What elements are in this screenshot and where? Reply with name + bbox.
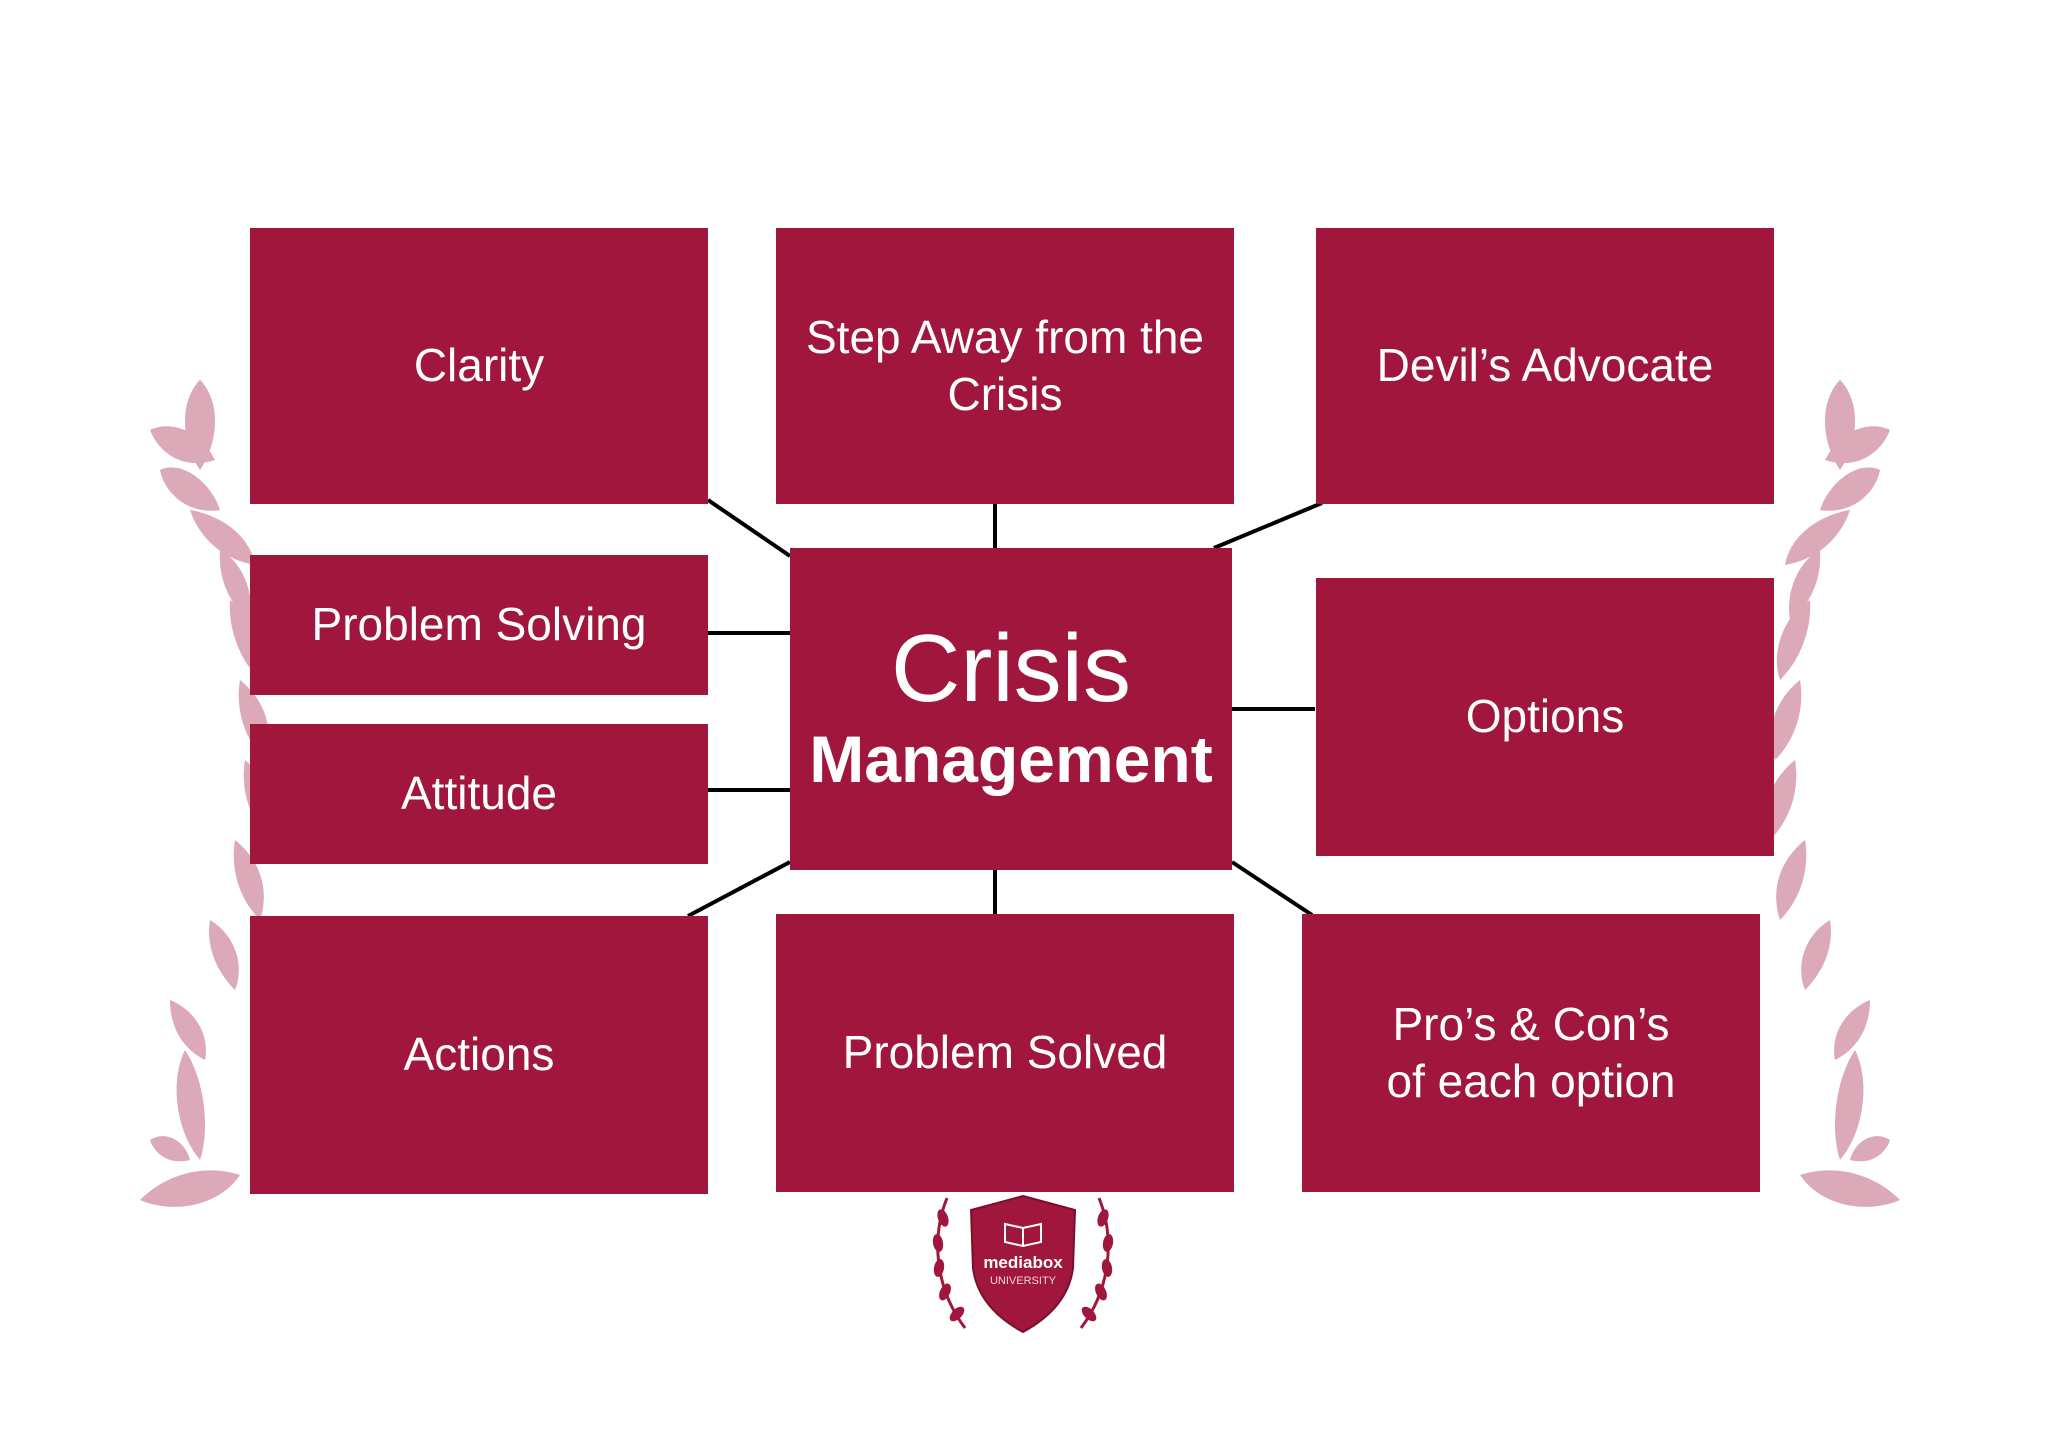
node-options: Options <box>1316 578 1774 856</box>
node-attitude: Attitude <box>250 724 708 864</box>
node-problem-solving-label: Problem Solving <box>311 598 647 651</box>
node-problem-solving: Problem Solving <box>250 555 708 695</box>
node-devils-advocate-label: Devil’s Advocate <box>1376 339 1714 392</box>
node-pros-cons: Pro’s & Con’s of each option <box>1302 914 1760 1192</box>
node-crisis-management: Crisis Management <box>790 548 1232 870</box>
node-pros-cons-label: Pro’s & Con’s of each option <box>1386 997 1676 1108</box>
node-actions-label: Actions <box>403 1028 555 1081</box>
node-attitude-label: Attitude <box>401 767 557 820</box>
logo-subtitle-text: UNIVERSITY <box>990 1275 1057 1287</box>
connector-devils-advocate <box>1213 501 1323 550</box>
node-clarity: Clarity <box>250 228 708 504</box>
node-clarity-label: Clarity <box>413 339 545 392</box>
connector-clarity <box>706 498 792 558</box>
node-problem-solved-label: Problem Solved <box>842 1026 1168 1079</box>
mediabox-university-logo: mediabox UNIVERSITY <box>932 1194 1114 1334</box>
node-devils-advocate: Devil’s Advocate <box>1316 228 1774 504</box>
node-step-away-label: Step Away from the Crisis <box>805 310 1205 421</box>
logo-name-text: mediabox <box>983 1253 1063 1272</box>
node-options-label: Options <box>1465 690 1625 743</box>
center-title-line2: Management <box>809 721 1213 796</box>
node-actions: Actions <box>250 916 708 1194</box>
node-problem-solved: Problem Solved <box>776 914 1234 1192</box>
center-title-line1: Crisis <box>891 615 1131 722</box>
laurel-left-decoration <box>140 380 274 1207</box>
connector-pros-cons <box>1230 860 1314 917</box>
connector-actions <box>687 860 791 918</box>
node-step-away: Step Away from the Crisis <box>776 228 1234 504</box>
